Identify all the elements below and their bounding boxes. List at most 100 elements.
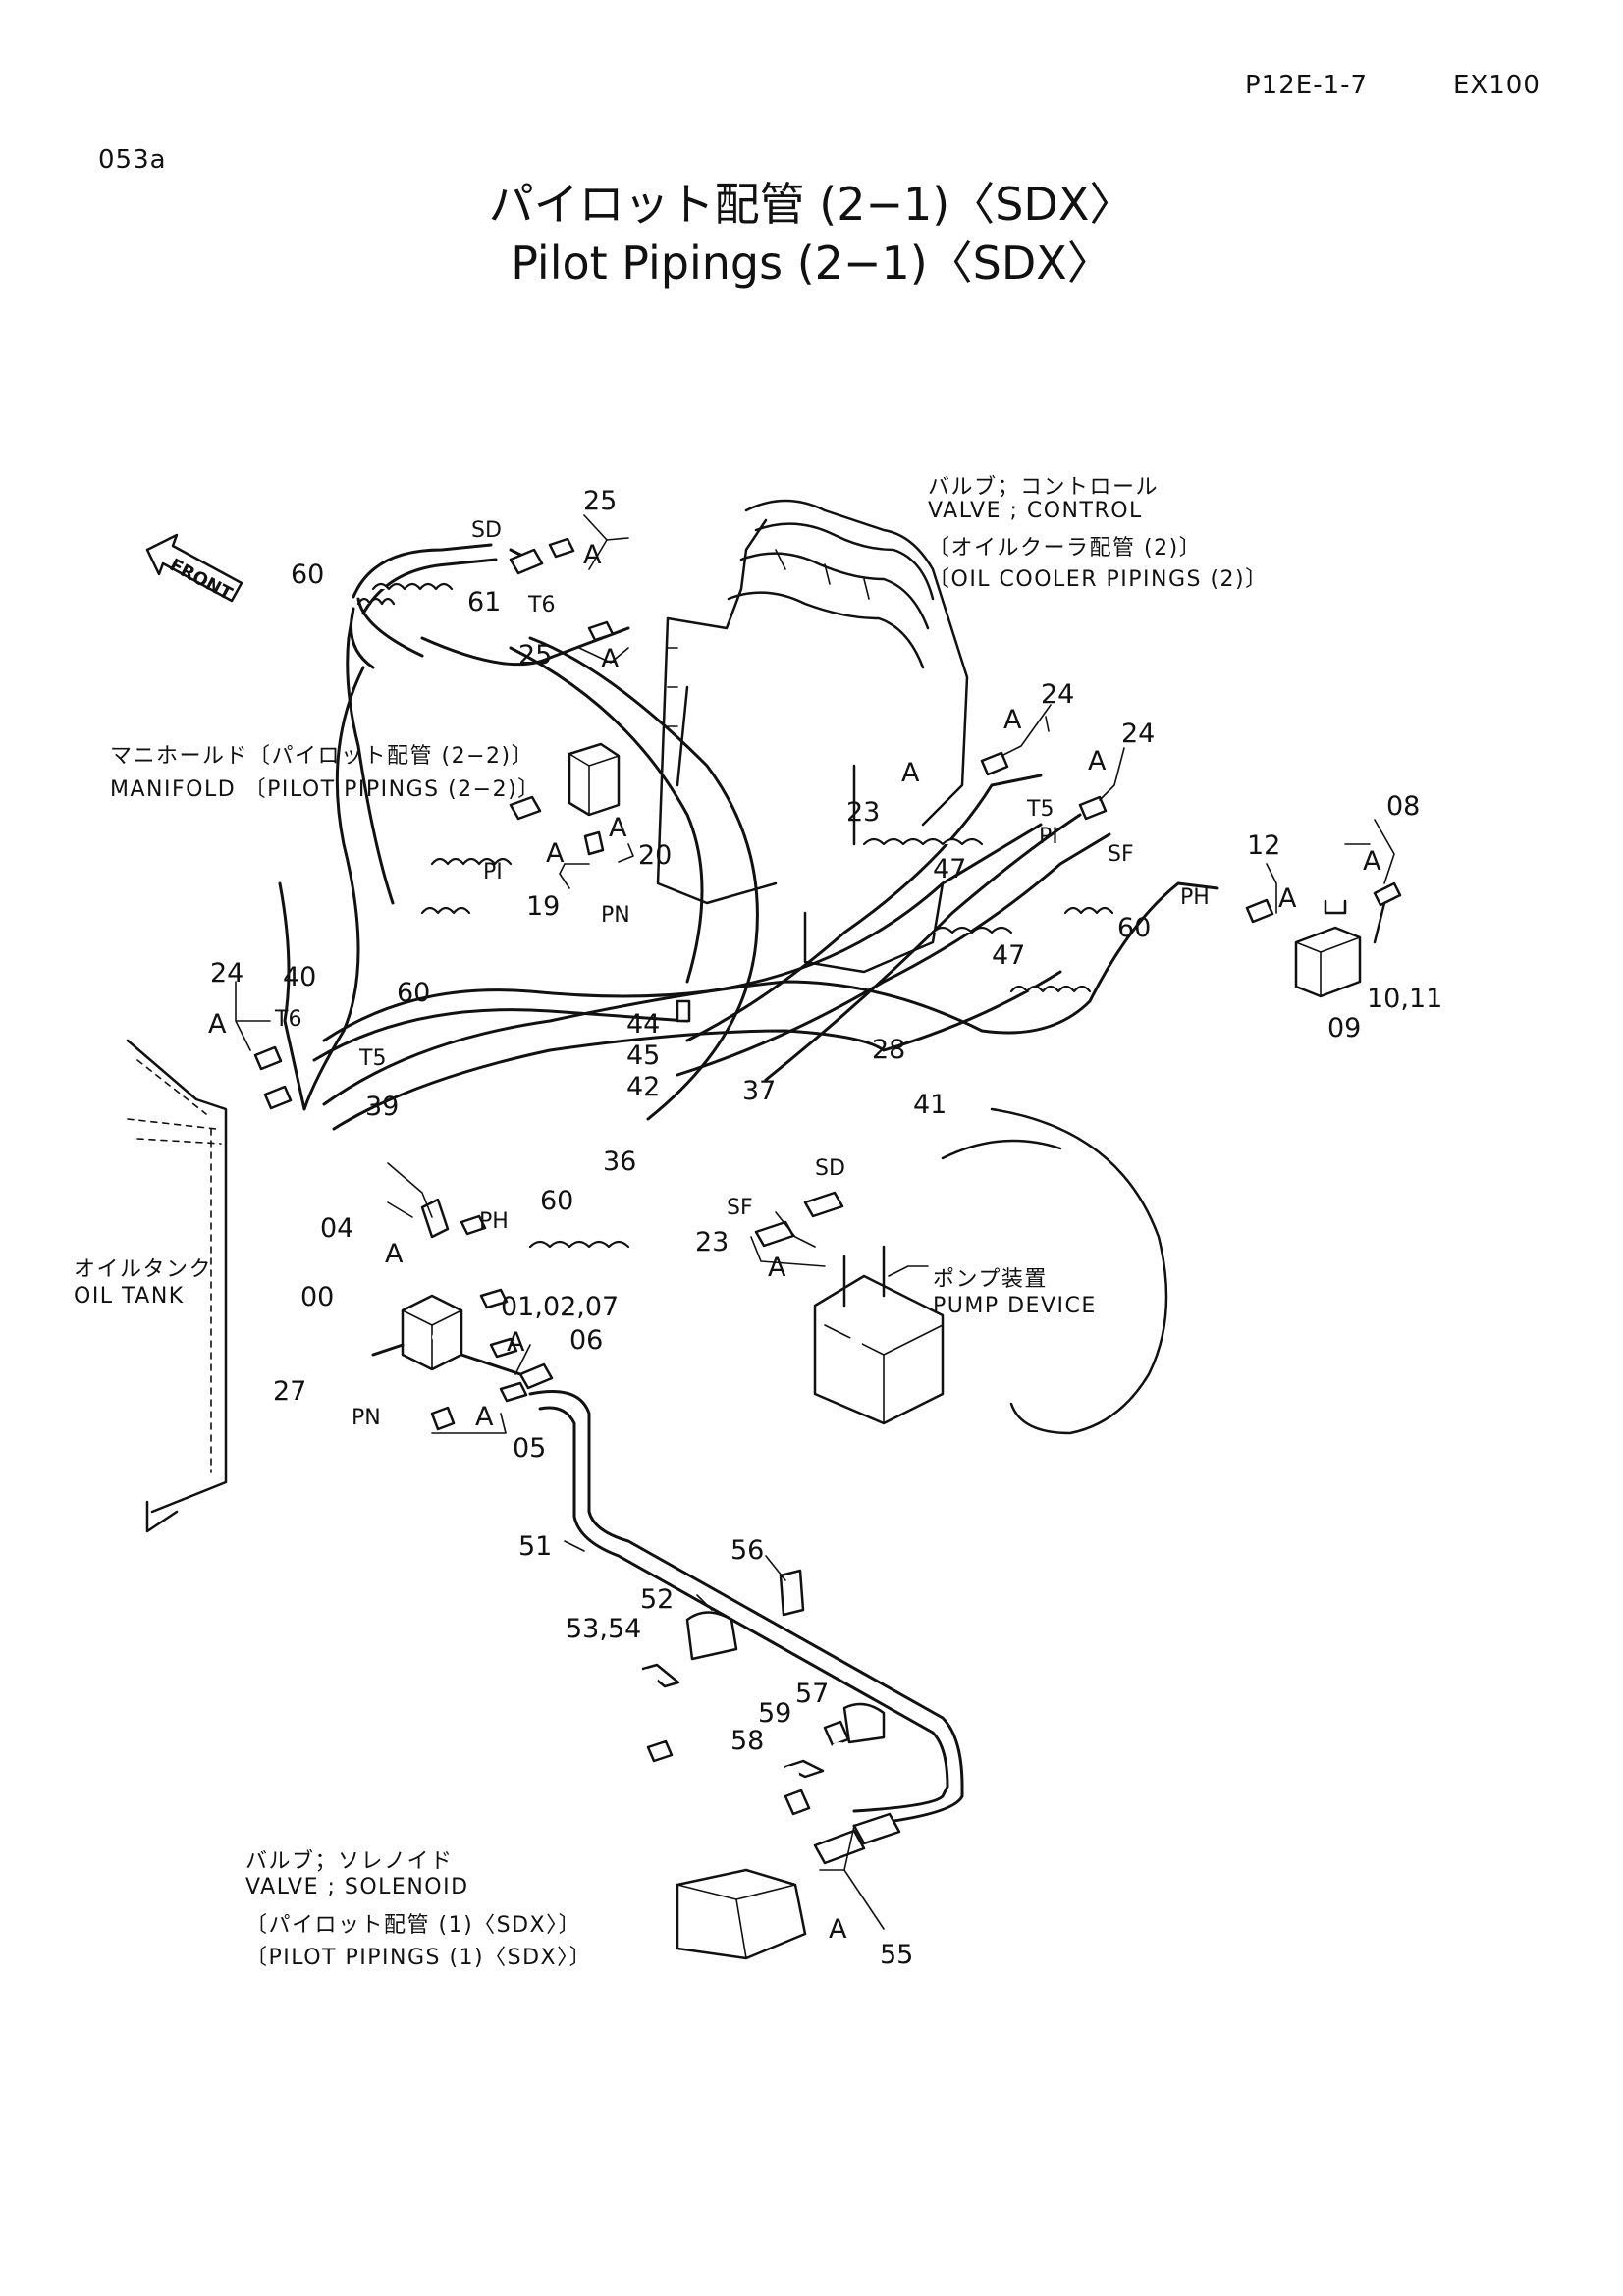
- figure-number: 053a: [98, 145, 167, 175]
- letter-a-marker: A: [475, 1402, 494, 1432]
- callout-28: 28: [872, 1035, 906, 1065]
- callout-pn: PN: [601, 903, 630, 928]
- callout-09: 09: [1327, 1013, 1362, 1043]
- callout-pi: PI: [1039, 825, 1058, 849]
- manifold-block: [568, 742, 621, 817]
- oil-tank-label-jp: オイルタンク: [74, 1257, 213, 1282]
- letter-a-marker: A: [583, 540, 602, 570]
- callout-t6: T6: [528, 593, 556, 617]
- manifold-label-jp: マニホールド〔パイロット配管 (2−2)〕: [110, 744, 535, 769]
- fittings: [253, 537, 1274, 1816]
- callout-08: 08: [1386, 791, 1421, 822]
- callout-t5: T5: [1027, 797, 1055, 822]
- callout-60: 60: [540, 1186, 574, 1216]
- accumulator: [1294, 825, 1402, 998]
- callout-60: 60: [291, 560, 325, 590]
- hoses-main: [278, 636, 1219, 1131]
- letter-a-marker: A: [507, 1327, 525, 1358]
- solenoid-ref-en: 〔PILOT PIPINGS (1)〈SDX〉〕: [245, 1946, 593, 1970]
- pump-device-label-jp: ポンプ装置: [933, 1267, 1048, 1292]
- control-valve-ref-en: 〔OIL COOLER PIPINGS (2)〕: [928, 567, 1269, 592]
- callout-24: 24: [210, 958, 244, 988]
- letter-a-marker: A: [546, 838, 565, 869]
- letter-a-marker: A: [208, 1009, 227, 1040]
- callout-sf: SF: [727, 1196, 753, 1220]
- letter-a-marker: A: [768, 1253, 786, 1283]
- callout-ph: PH: [1180, 885, 1210, 910]
- pipe-51: [528, 1390, 964, 1828]
- callout-39: 39: [365, 1092, 400, 1122]
- control-valve-label-en: VALVE ; CONTROL: [928, 499, 1143, 523]
- pump-device: [813, 1107, 1168, 1435]
- callout-59: 59: [758, 1698, 792, 1729]
- solenoid-label-en: VALVE ; SOLENOID: [245, 1875, 469, 1899]
- letter-a-marker: A: [385, 1239, 404, 1269]
- callout-19: 19: [526, 891, 561, 922]
- callout-56: 56: [730, 1535, 765, 1566]
- callout-44: 44: [626, 1009, 661, 1040]
- oil-tank-outline: [126, 1039, 228, 1533]
- control-valve-ref-jp: 〔オイルクーラ配管 (2)〕: [928, 536, 1203, 561]
- callout-60: 60: [1117, 913, 1152, 943]
- solenoid-valve: [676, 1812, 901, 1960]
- callout-24: 24: [1041, 679, 1075, 710]
- page-title-en: Pilot Pipings (2−1)〈SDX〉: [511, 237, 1112, 290]
- callout-61: 61: [467, 587, 502, 617]
- callout-sd: SD: [815, 1156, 845, 1181]
- hose-60-upper: [346, 543, 630, 905]
- page-code: P12E-1-7: [1245, 71, 1369, 100]
- callout-55: 55: [880, 1940, 914, 1970]
- callout-04: 04: [320, 1213, 354, 1244]
- callout-47: 47: [933, 854, 967, 884]
- callout-05: 05: [513, 1433, 547, 1464]
- letter-a-marker: A: [609, 813, 627, 843]
- callout-58: 58: [730, 1726, 765, 1756]
- callout-53-54: 53,54: [566, 1614, 642, 1644]
- letter-a-marker: A: [1088, 746, 1107, 776]
- callout-20: 20: [638, 840, 673, 871]
- callout-sf: SF: [1108, 842, 1134, 867]
- clamps: [638, 1569, 886, 1784]
- callout-41: 41: [913, 1090, 947, 1120]
- callout-40: 40: [283, 962, 317, 992]
- page-title-jp: パイロット配管 (2−1)〈SDX〉: [488, 178, 1135, 231]
- solenoid-ref-jp: 〔パイロット配管 (1)〈SDX〉〕: [245, 1913, 582, 1938]
- manifold-label-en: MANIFOLD 〔PILOT PIPINGS (2−2)〕: [110, 777, 541, 802]
- letter-a-marker: A: [1003, 705, 1022, 735]
- letter-a-marker: A: [901, 758, 920, 788]
- callout-12: 12: [1247, 830, 1281, 861]
- control-valve-label-jp: バルブ；コントロール: [928, 475, 1160, 500]
- callout-25: 25: [583, 486, 618, 516]
- callout-36: 36: [603, 1147, 637, 1177]
- callout-23: 23: [695, 1227, 730, 1257]
- callout-t5: T5: [359, 1046, 387, 1071]
- callout-45: 45: [626, 1041, 661, 1071]
- callout-60: 60: [397, 978, 431, 1008]
- callout-57: 57: [795, 1679, 830, 1709]
- valve-00: [371, 1294, 522, 1376]
- front-arrow: [145, 533, 243, 603]
- callout-sd: SD: [471, 518, 502, 543]
- hose-47-coils: [420, 837, 1114, 1249]
- callout-pn: PN: [352, 1406, 381, 1430]
- callout-25: 25: [518, 640, 553, 670]
- callout-47: 47: [992, 940, 1026, 971]
- callout-00: 00: [300, 1282, 335, 1312]
- callout-42: 42: [626, 1072, 661, 1102]
- model-code: EX100: [1453, 71, 1541, 100]
- callout-ph: PH: [479, 1209, 509, 1234]
- leader-lines: [235, 514, 1395, 1930]
- callout-27: 27: [273, 1376, 307, 1407]
- oil-tank-label-en: OIL TANK: [74, 1284, 185, 1308]
- callout-pi: PI: [483, 860, 503, 884]
- callout-06: 06: [569, 1325, 604, 1356]
- callout-10-11: 10,11: [1367, 984, 1443, 1014]
- solenoid-label-jp: バルブ；ソレノイド: [245, 1849, 454, 1874]
- callout-t6: T6: [275, 1007, 302, 1032]
- callout-23: 23: [846, 797, 881, 828]
- callout-37: 37: [742, 1076, 777, 1106]
- callout-51: 51: [518, 1531, 553, 1562]
- pump-device-label-en: PUMP DEVICE: [933, 1294, 1097, 1318]
- letter-a-marker: A: [829, 1914, 847, 1945]
